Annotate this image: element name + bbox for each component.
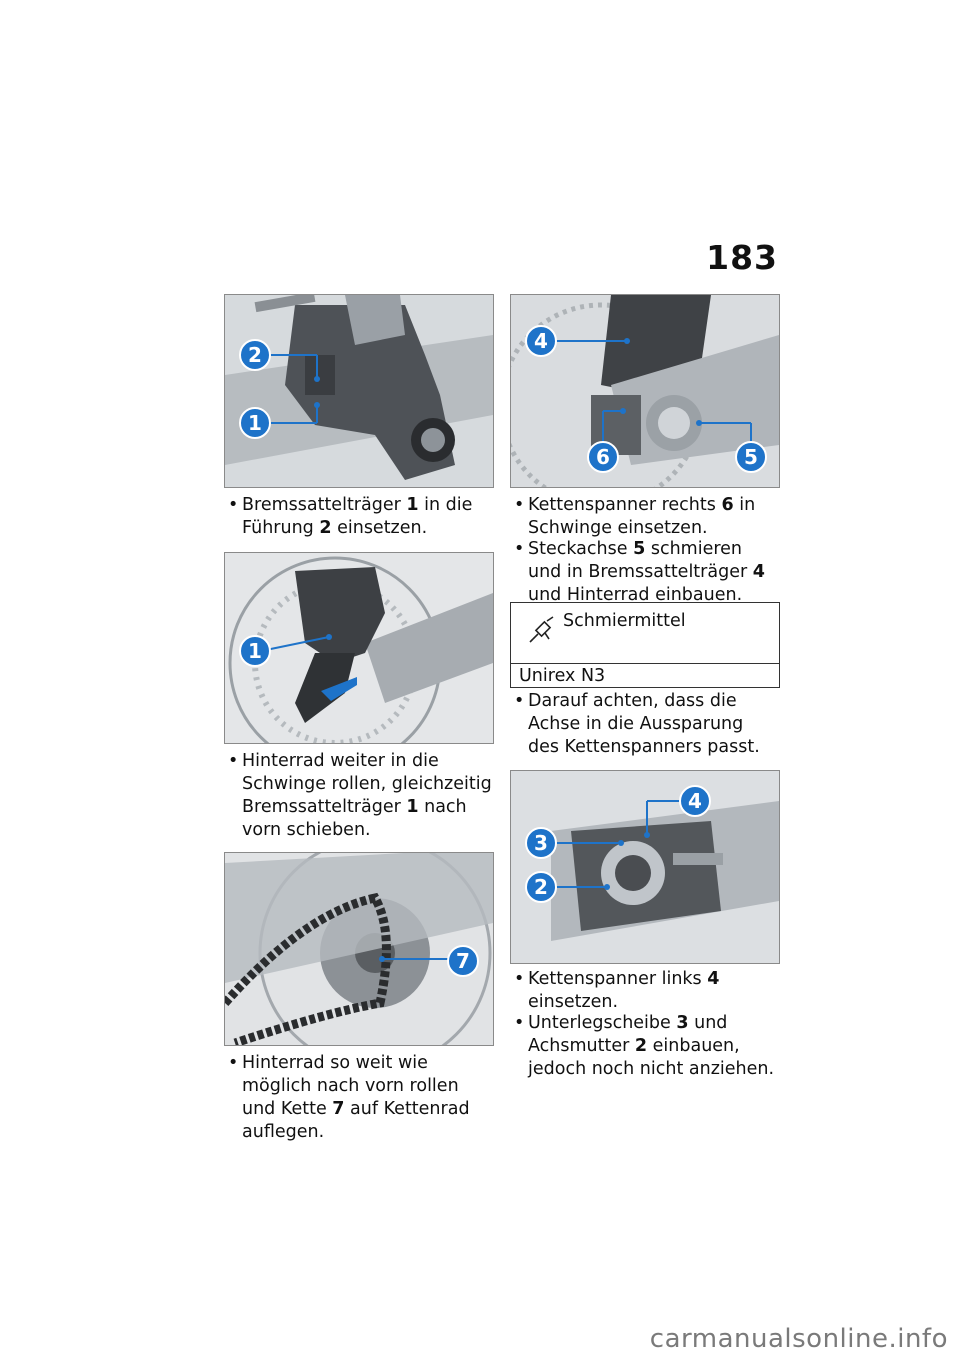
photo-rear-wheel: 1 xyxy=(225,553,493,743)
photo-chain: 7 xyxy=(225,853,493,1045)
lubricant-header: Schmiermittel xyxy=(511,603,779,664)
callout-7: 7 xyxy=(447,945,479,977)
svg-text:4: 4 xyxy=(688,789,702,813)
figure-brake-caliper-carrier: 2 1 xyxy=(224,294,494,488)
step-right-4: • Kettenspanner links 4 einsetzen. xyxy=(514,969,720,1012)
callout-2: 2 xyxy=(239,339,271,371)
figure-chain-adjuster-right: 4 6 5 xyxy=(510,294,780,488)
figure-chain-adjuster-left: 4 3 2 xyxy=(510,770,780,964)
photo-adjuster-left: 4 3 2 xyxy=(511,771,779,963)
bullet-icon: • xyxy=(514,969,525,989)
photo-brake-carrier: 2 1 xyxy=(225,295,493,487)
step-right-1: • Kettenspanner rechts 6 in Schwinge ein… xyxy=(514,495,756,538)
photo-adjuster-right: 4 6 5 xyxy=(511,295,779,487)
callout-2: 2 xyxy=(525,871,557,903)
step-right-5: • Unterlegscheibe 3 und Achsmutter 2 ein… xyxy=(514,1013,775,1079)
svg-text:5: 5 xyxy=(744,445,758,469)
callout-6: 6 xyxy=(587,441,619,473)
lubricant-label: Schmiermittel xyxy=(563,611,686,631)
step-left-2: • Hinterrad weiter in die Schwinge rolle… xyxy=(228,751,492,840)
page-number: 183 xyxy=(706,238,778,277)
bullet-icon: • xyxy=(514,539,525,559)
svg-text:2: 2 xyxy=(248,343,262,367)
svg-text:2: 2 xyxy=(534,875,548,899)
callout-1: 1 xyxy=(239,635,271,667)
bullet-icon: • xyxy=(514,691,525,711)
callout-4: 4 xyxy=(525,325,557,357)
svg-text:7: 7 xyxy=(456,949,470,973)
svg-text:3: 3 xyxy=(534,831,548,855)
figure-rear-wheel-roll: 1 xyxy=(224,552,494,744)
callout-3: 3 xyxy=(525,827,557,859)
lubricant-value: Unirex N3 xyxy=(519,666,606,686)
watermark: carmanualsonline.info xyxy=(649,1324,948,1354)
figure-chain-on-sprocket: 7 xyxy=(224,852,494,1046)
svg-text:1: 1 xyxy=(248,411,262,435)
step-right-2: • Steckachse 5 schmieren und in Bremssat… xyxy=(514,539,765,605)
bullet-icon: • xyxy=(228,495,239,515)
svg-text:6: 6 xyxy=(596,445,610,469)
callout-5: 5 xyxy=(735,441,767,473)
svg-text:1: 1 xyxy=(248,639,262,663)
step-left-3: • Hinterrad so weit wie möglich nach vor… xyxy=(228,1053,470,1142)
svg-text:4: 4 xyxy=(534,329,548,353)
grease-gun-icon xyxy=(529,616,554,643)
bullet-icon: • xyxy=(228,751,239,771)
callout-1: 1 xyxy=(239,407,271,439)
bullet-icon: • xyxy=(514,495,525,515)
bullet-icon: • xyxy=(228,1053,239,1073)
lubricant-table: Schmiermittel Unirex N3 xyxy=(510,602,780,688)
bullet-icon: • xyxy=(514,1013,525,1033)
step-left-1: • Bremssattelträger 1 in die Führung 2 e… xyxy=(228,495,473,538)
callout-4: 4 xyxy=(679,785,711,817)
step-right-3: • Darauf achten, dass die Achse in die A… xyxy=(514,691,760,757)
